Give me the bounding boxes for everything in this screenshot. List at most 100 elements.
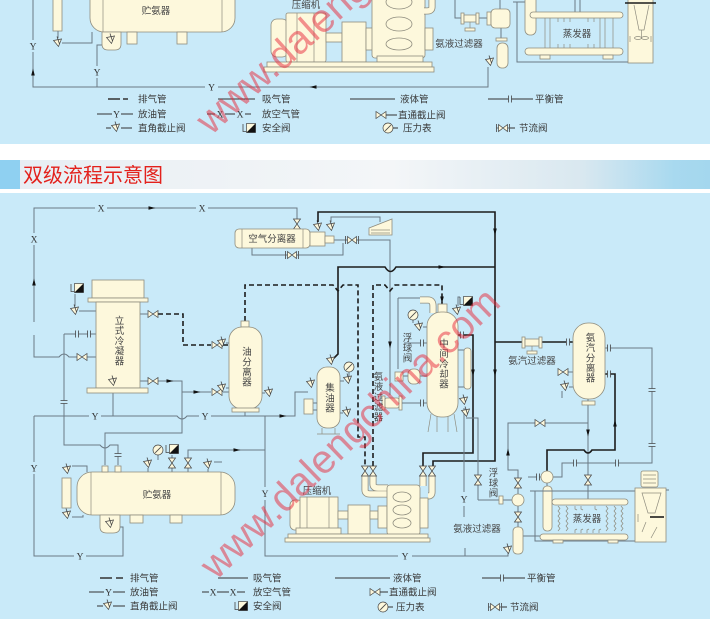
air-separator-nozzle (324, 235, 335, 244)
legend-label: 安全阀 (262, 123, 291, 135)
evaporator-bottom-header (539, 533, 629, 541)
condenser-bottom-flange (86, 387, 149, 394)
brine-tank (634, 487, 667, 543)
compressor-label: 压缩机 (303, 485, 332, 497)
crankcase-foot (376, 55, 424, 63)
condenser-pipes (33, 294, 229, 465)
evaporator-tank-frame (530, 490, 635, 542)
valve-body (490, 8, 511, 29)
receiver-head-seams (90, 472, 222, 515)
evaporator-coils (557, 505, 624, 533)
low-stage-suction-pipe (317, 211, 496, 466)
agitator-funnel (629, 4, 652, 42)
filter-flange (521, 336, 526, 349)
discharge-lines (147, 284, 444, 466)
air-vent-pipe (330, 216, 381, 222)
intercooler-vessel (426, 311, 459, 418)
air-purge-mark: X (199, 204, 206, 214)
legend-label: 液体管 (393, 573, 422, 585)
agitator-blade (634, 36, 642, 40)
legend-item-angle-stop-valve: 直角截止阀 (97, 599, 178, 613)
oil-collector: 集油器 (303, 354, 355, 435)
receiver-leg (169, 514, 183, 524)
legend-label: 压力表 (396, 602, 425, 614)
legend-item-safety-valve: 安全阀 (234, 601, 282, 613)
vapor-separator-return-pipe (546, 373, 616, 471)
legend-label: 直通截止阀 (389, 587, 437, 599)
intercooler-legs (427, 413, 458, 433)
oil-collector-stubs (313, 372, 350, 414)
valve-flange (486, 11, 492, 26)
water-level-lines (371, 229, 390, 234)
legend-item-air-purge-pipe: X X 放空气管 (202, 587, 291, 599)
discharge-tube (424, 0, 435, 14)
level-gauge-glass (463, 347, 472, 390)
oil-separator-label: 油分离器 (240, 346, 252, 387)
vapor-separator: 氨汽分离器 (506, 322, 656, 499)
oil-collector-label: 集油器 (323, 382, 335, 413)
evaporator-foot (607, 539, 619, 544)
liquid-filter-label: 氨液过滤器 (453, 523, 501, 535)
low-pressure-float-vessel (540, 470, 554, 484)
float-valve-label: 浮球阀 (401, 332, 413, 363)
receiver-nozzle (101, 465, 109, 473)
compressor-base (284, 537, 431, 543)
legend-label: 压力表 (403, 123, 432, 135)
evaporator-top-header (551, 498, 629, 506)
evaporator-foot (539, 54, 551, 60)
legend-item-liquid-pipe: 液体管 (335, 573, 422, 585)
section-title: 双级流程示意图 (23, 163, 163, 187)
vessel-seams (241, 229, 304, 248)
legend-label: 直角截止阀 (130, 601, 178, 613)
oil-collector-vessel (316, 366, 341, 429)
evaporator-top-header (529, 11, 624, 19)
title-bar-background (0, 160, 710, 189)
intercooler-oil-drain-pipe (463, 408, 466, 556)
top-legend: 排气管 Y 放油管 直角截止阀 吸气管 X X 放空气管 安全阀 液体管 (97, 94, 564, 135)
legend-label: 放空气管 (262, 109, 300, 121)
filter-base (464, 27, 476, 32)
pressure-gauge-icon (152, 444, 164, 456)
vapor-filter: 氨汽过滤器 (495, 336, 573, 367)
oil-drain-lines: Y Y Y Y Y Y Y (31, 391, 509, 562)
condenser-shell (95, 301, 141, 389)
receiver-nozzle (114, 465, 122, 473)
air-separator-pipes (251, 239, 391, 395)
oil-drain-receiver-pipe (33, 416, 124, 557)
legend-label: 节流阀 (519, 123, 548, 135)
top-compressor: 压缩机 (263, 0, 436, 73)
oil-drain-mark: Y (92, 412, 99, 422)
coupling-housing (347, 504, 371, 535)
oil-drain-mark: Y (94, 68, 101, 78)
oil-drain-mark: Y (31, 464, 38, 474)
motor-foot (295, 527, 342, 535)
water-vessel (368, 218, 393, 236)
title-marker (0, 160, 20, 189)
legend-label: 放油管 (130, 587, 159, 599)
bottom-compressor: 压缩机 (284, 465, 436, 543)
legend-item-discharge-pipe: 排气管 (108, 94, 167, 106)
motor-shaft (337, 510, 349, 520)
intercooler: 中间冷却器 浮球阀 (394, 296, 482, 500)
vessel-flange (495, 37, 508, 42)
oil-drain-mark: Y (262, 490, 269, 500)
vapor-filter-body (524, 338, 540, 347)
legend-item-suction-pipe: 吸气管 (218, 573, 282, 585)
compressor-base (287, 533, 429, 539)
cylinder-cover (392, 491, 412, 503)
liquid-filter-vessel (512, 526, 524, 555)
legend-item-liquid-pipe: 液体管 (350, 94, 429, 106)
air-separator-label: 空气分离器 (248, 233, 296, 245)
legend-item-throttle-valve: 节流阀 (488, 602, 539, 614)
oil-drain-mark: Y (77, 552, 84, 562)
vapor-filter-label: 氨汽过滤器 (508, 355, 556, 367)
evaporator-label: 蒸发器 (573, 513, 602, 525)
liquid-filter-vessel (496, 42, 509, 69)
liquid-filter-label: 氨液过滤器 (435, 38, 483, 50)
legend-item-suction-pipe: 吸气管 (218, 94, 291, 106)
bottom-receiver: 贮氨器 (61, 444, 236, 534)
float-valve-body (407, 368, 421, 385)
cylinder-cover (385, 16, 413, 32)
bottom-evaporator: 蒸发器 (530, 490, 635, 544)
